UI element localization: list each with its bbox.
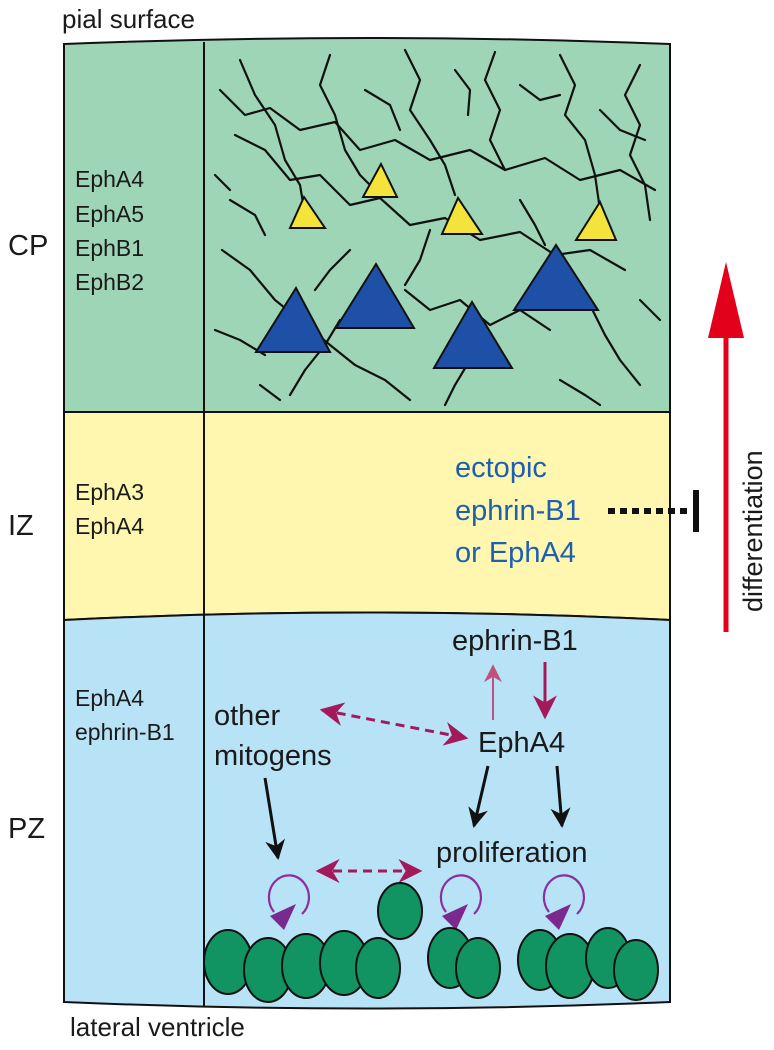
small-neuron [288, 194, 327, 229]
epha4-to-proliferation-arrow-right [550, 765, 571, 828]
small-neuron [574, 199, 618, 241]
iz-gene-1: EphA3 [75, 479, 144, 505]
ectopic-line-1: ectopic [455, 452, 547, 484]
ephrin-b1-node: ephrin-B1 [452, 625, 578, 657]
cp-gene-3: EphB1 [75, 235, 144, 261]
epha4-to-proliferation-arrow-left [468, 765, 490, 828]
other-mitogens-line-2: mitogens [214, 740, 332, 772]
other-mitogens-line-1: other [214, 700, 280, 732]
iz-label: IZ [8, 510, 34, 542]
pz-gene-1: EphA4 [75, 685, 144, 711]
cp-gene-1: EphA4 [75, 166, 144, 192]
ectopic-line-3: or EphA4 [455, 537, 576, 569]
pial-surface-label: pial surface [62, 4, 195, 34]
large-neuron [512, 243, 600, 311]
cp-zone [63, 37, 671, 413]
cp-label: CP [8, 230, 48, 262]
large-neuron [254, 286, 332, 353]
pz-zone [63, 611, 671, 1010]
differentiation-arrow-head [708, 262, 744, 338]
lateral-ventricle-label: lateral ventricle [70, 1012, 245, 1042]
pz-gene-2: ephrin-B1 [75, 719, 175, 745]
cycle-arrowhead [270, 904, 296, 930]
iz-gene-2: EphA4 [75, 513, 144, 539]
large-neuron [334, 262, 416, 329]
small-neuron [440, 195, 484, 235]
cell-cycle-loops [267, 874, 586, 915]
differentiation-label: differentiation [738, 450, 768, 612]
cp-gene-4: EphB2 [75, 269, 144, 295]
cycle-arrowhead [545, 904, 571, 930]
large-neuron [432, 300, 514, 369]
ectopic-line-2: ephrin-B1 [455, 495, 581, 527]
cycle-arrowhead [442, 904, 468, 930]
proliferation-node: proliferation [436, 837, 588, 869]
epha4-node: EphA4 [478, 727, 565, 759]
progenitor-cells [203, 882, 659, 1003]
small-neuron [361, 161, 399, 198]
pz-label: PZ [8, 813, 45, 845]
mitogens-to-cells-arrow [263, 777, 285, 860]
neuron-processes [213, 48, 662, 407]
cp-gene-2: EphA5 [75, 201, 144, 227]
mitogens-epha4-dashed-arrow [319, 702, 469, 746]
